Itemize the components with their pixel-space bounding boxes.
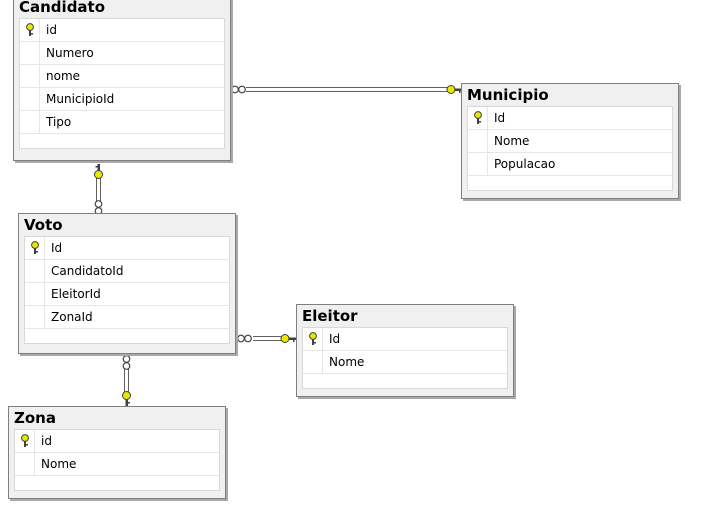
column-name: id (41, 434, 52, 448)
column-name: Id (494, 111, 506, 125)
primary-key-icon (26, 23, 34, 36)
new-column-row[interactable] (25, 329, 229, 343)
table-title: Zona (14, 409, 56, 427)
column-row-tipo[interactable]: Tipo (20, 111, 224, 134)
many-end-infinity-icon (231, 85, 246, 94)
new-column-row[interactable] (468, 176, 672, 190)
column-name: Nome (329, 355, 365, 369)
table-title: Eleitor (302, 307, 358, 325)
column-name: Populacao (494, 157, 556, 171)
column-name: CandidatoId (51, 264, 124, 278)
relationship-voto-eleitor[interactable] (237, 334, 296, 343)
column-row-id[interactable]: Id (25, 237, 229, 260)
table-title: Municipio (467, 86, 549, 104)
column-grid: Id Nome (302, 327, 508, 389)
new-column-row[interactable] (20, 134, 224, 148)
column-name: Id (51, 241, 63, 255)
column-row-id[interactable]: Id (468, 107, 672, 130)
relationship-candidato-municipio[interactable] (231, 85, 462, 94)
column-grid: Id CandidatoId EleitorId ZonaId (24, 236, 230, 344)
one-end-key-icon (446, 85, 462, 94)
column-grid: id Nome (14, 429, 220, 491)
column-name: Nome (494, 134, 530, 148)
column-name: EleitorId (51, 287, 101, 301)
primary-key-icon (21, 434, 29, 447)
column-row-candidatoid[interactable]: CandidatoId (25, 260, 229, 283)
many-end-infinity-icon (237, 334, 252, 343)
primary-key-icon (309, 332, 317, 345)
new-column-row[interactable] (303, 374, 507, 388)
column-row-nome[interactable]: Nome (15, 453, 219, 476)
table-title: Voto (24, 216, 63, 234)
primary-key-icon (474, 111, 482, 124)
column-row-zonaid[interactable]: ZonaId (25, 306, 229, 329)
relationship-voto-candidato[interactable] (94, 164, 103, 215)
column-row-nome[interactable]: nome (20, 65, 224, 88)
column-name: ZonaId (51, 310, 93, 324)
column-row-nome[interactable]: Nome (303, 351, 507, 374)
relationship-voto-zona[interactable] (122, 355, 131, 406)
column-name: id (46, 23, 57, 37)
primary-key-icon (31, 241, 39, 254)
table-title: Candidato (19, 0, 106, 16)
new-column-row[interactable] (15, 476, 219, 490)
column-row-eleitorid[interactable]: EleitorId (25, 283, 229, 306)
column-name: Nome (41, 457, 77, 471)
table-candidato[interactable]: Candidato id Numero nome MunicipioId Tip… (13, 0, 231, 161)
column-row-id[interactable]: id (20, 19, 224, 42)
column-row-id[interactable]: id (15, 430, 219, 453)
table-eleitor[interactable]: Eleitor Id Nome (296, 304, 514, 397)
table-voto[interactable]: Voto Id CandidatoId EleitorId ZonaId (18, 213, 236, 354)
column-name: Tipo (46, 115, 72, 129)
column-name: nome (46, 69, 81, 83)
many-end-infinity-icon (122, 355, 131, 370)
one-end-key-icon (94, 164, 103, 179)
column-row-nome[interactable]: Nome (468, 130, 672, 153)
column-name: Id (329, 332, 341, 346)
one-end-key-icon (280, 334, 296, 343)
column-name: Numero (46, 46, 94, 60)
column-grid: Id Nome Populacao (467, 106, 673, 191)
column-row-populacao[interactable]: Populacao (468, 153, 672, 176)
table-zona[interactable]: Zona id Nome (8, 406, 226, 499)
one-end-key-icon (122, 391, 131, 406)
column-name: MunicipioId (46, 92, 115, 106)
column-row-municipioid[interactable]: MunicipioId (20, 88, 224, 111)
table-municipio[interactable]: Municipio Id Nome Populacao (461, 83, 679, 199)
column-row-id[interactable]: Id (303, 328, 507, 351)
column-grid: id Numero nome MunicipioId Tipo (19, 18, 225, 149)
column-row-numero[interactable]: Numero (20, 42, 224, 65)
